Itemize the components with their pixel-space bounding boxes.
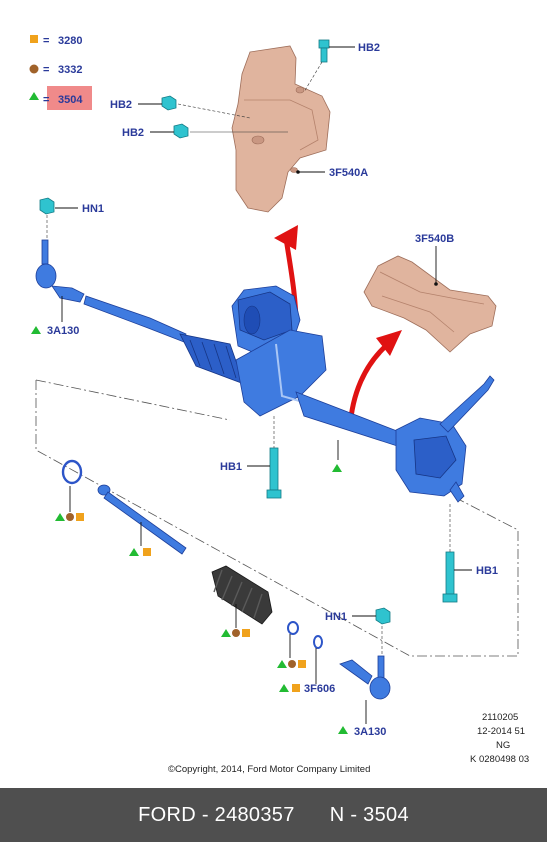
legend-separator-2: = bbox=[43, 64, 49, 76]
info-line-1: 2110205 bbox=[482, 712, 518, 723]
legend: = 3280 = 3332 = 3504 bbox=[29, 35, 92, 110]
info-line-3: NG bbox=[496, 740, 510, 751]
callout-3f540a: 3F540A bbox=[329, 167, 368, 179]
tierod-left-triangle-icon bbox=[31, 326, 41, 334]
bolt-hb2-top bbox=[303, 39, 355, 93]
bolt-hb1-right bbox=[442, 504, 472, 603]
legend-highlight bbox=[47, 86, 92, 110]
footer-part-number: FORD - 2480357 N - 3504 bbox=[138, 803, 409, 826]
inner-tie-rod bbox=[97, 484, 187, 555]
bolt-hb1-left bbox=[247, 416, 282, 499]
steering-rack-assembly bbox=[83, 285, 495, 503]
callout-hb2-low: HB2 bbox=[122, 127, 144, 139]
callout-3f540b: 3F540B bbox=[415, 233, 454, 245]
outer-tie-rod-end-right bbox=[339, 655, 391, 724]
callout-hn1-top: HN1 bbox=[82, 203, 104, 215]
rack-triangle-icon bbox=[332, 464, 342, 472]
info-line-4: K 0280498 03 bbox=[470, 754, 529, 765]
callout-hb2-mid: HB2 bbox=[110, 99, 132, 111]
bellows-boot bbox=[211, 565, 273, 628]
clip-3f606 bbox=[313, 635, 323, 684]
o-ring bbox=[61, 459, 83, 512]
nut-hn1-bottom bbox=[352, 607, 391, 656]
boot-clamp bbox=[287, 621, 299, 658]
legend-code-3332: 3332 bbox=[58, 64, 82, 76]
copyright-text: ©Copyright, 2014, Ford Motor Company Lim… bbox=[168, 764, 370, 775]
callout-hb1-left: HB1 bbox=[220, 461, 242, 473]
legend-separator-3: = bbox=[43, 94, 49, 106]
heat-shield-3f540b bbox=[363, 255, 497, 353]
legend-triangle-icon bbox=[29, 92, 39, 100]
callout-hn1-bottom: HN1 bbox=[325, 611, 347, 623]
bolt-hb2-low bbox=[150, 123, 288, 139]
legend-code-3504: 3504 bbox=[58, 94, 83, 106]
explode-outline bbox=[35, 380, 519, 657]
legend-circle-icon bbox=[29, 64, 39, 74]
steering-gear-exploded-diagram: = 3280 = 3332 = 3504 HB2 HB2 HB2 bbox=[29, 35, 529, 775]
heat-shield-3f540a bbox=[231, 45, 331, 213]
callout-3f606: 3F606 bbox=[304, 683, 335, 695]
legend-code-3280: 3280 bbox=[58, 35, 82, 47]
legend-separator-1: = bbox=[43, 35, 49, 47]
nut-hn1-top bbox=[39, 197, 78, 240]
callout-hb1-right: HB1 bbox=[476, 565, 498, 577]
callout-hb2-top: HB2 bbox=[358, 42, 380, 54]
bolt-hb2-mid bbox=[138, 95, 251, 119]
outer-tie-rod-end-left bbox=[35, 239, 85, 322]
footer-bar: FORD - 2480357 N - 3504 bbox=[0, 788, 547, 842]
callout-3a130-right: 3A130 bbox=[354, 726, 386, 738]
callout-3a130-left: 3A130 bbox=[47, 325, 79, 337]
info-line-2: 12-2014 51 bbox=[477, 726, 525, 737]
legend-square-icon bbox=[30, 35, 38, 43]
